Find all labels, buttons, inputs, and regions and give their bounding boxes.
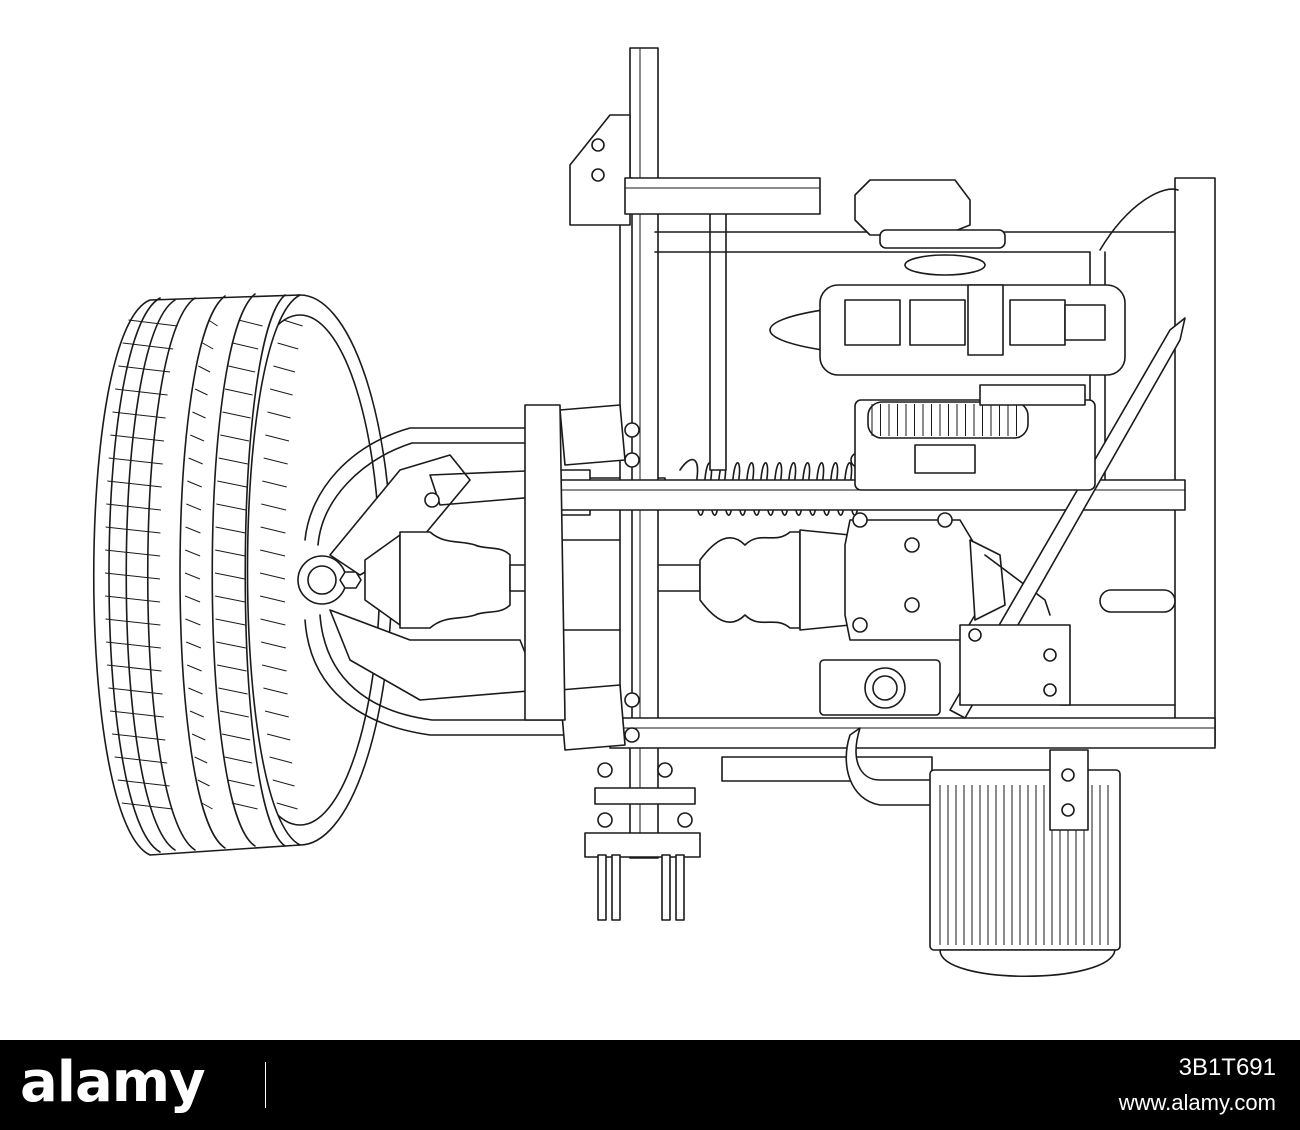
- car-suspension-chassis-illustration: [92, 47, 1216, 978]
- suspension-mounts: [524, 404, 626, 751]
- upper-control-arm: [304, 427, 561, 576]
- brand-logo[interactable]: alamy: [20, 1050, 206, 1115]
- drive-shaft: [364, 529, 861, 631]
- footer-url[interactable]: www.alamy.com: [1118, 1090, 1276, 1115]
- technical-drawing: [92, 47, 1216, 978]
- differential-housing: [844, 512, 1051, 641]
- brake-caliper-assembly: [769, 179, 1126, 376]
- footer-bar: alamy 3B1T691 www.alamy.com: [0, 1040, 1300, 1130]
- wheel-hub: [297, 555, 362, 605]
- electric-motor: [929, 749, 1121, 978]
- tire: [92, 293, 393, 856]
- drive-gear: [854, 384, 1096, 491]
- actuator-motor: [819, 624, 1071, 716]
- tread-pattern: [104, 319, 303, 810]
- image-id: 3B1T691: [1178, 1054, 1276, 1081]
- chassis-frame: [559, 47, 1216, 921]
- footer-divider: [265, 1062, 266, 1108]
